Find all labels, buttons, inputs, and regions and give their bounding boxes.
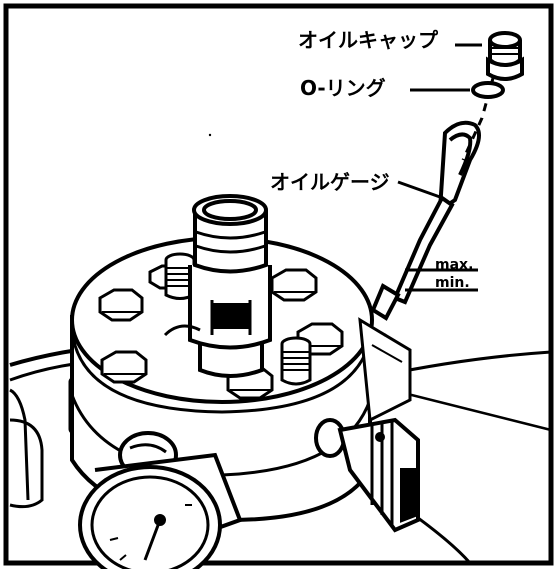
alignment-dashes [461, 59, 500, 161]
pressure-gauge-icon [78, 452, 243, 569]
o-ring-label: O-リング [300, 76, 386, 100]
threaded-plug [280, 336, 312, 386]
oil-cap-label: オイルキャップ [298, 28, 438, 52]
adjustment-knob [314, 417, 420, 533]
max-mark-label: max. [435, 257, 474, 273]
o-ring-icon [471, 81, 505, 99]
oil-gauge-icon [370, 120, 481, 321]
min-mark-label: min. [435, 275, 470, 291]
central-coupling [188, 194, 272, 378]
oil-gauge-label: オイルゲージ [270, 170, 390, 194]
leader-lines [397, 43, 482, 292]
oil-cap-icon [486, 31, 524, 81]
